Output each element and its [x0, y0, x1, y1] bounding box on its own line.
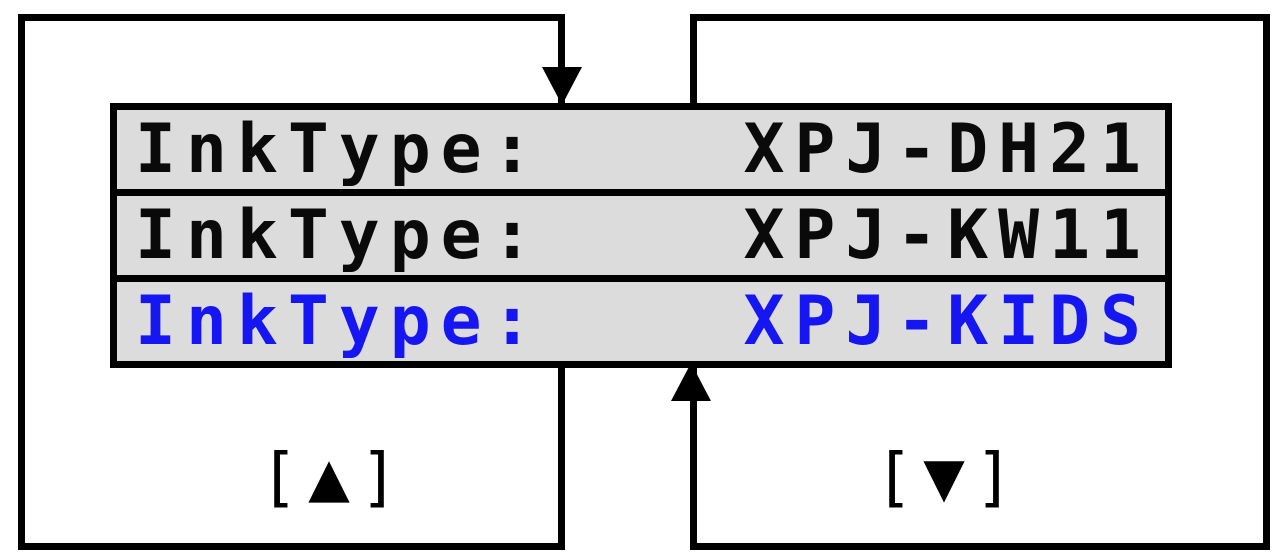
- lcd-row-label: InkType:: [135, 281, 543, 361]
- lcd-row-value: XPJ-KIDS: [743, 281, 1151, 361]
- down-key-button[interactable]: [ ▼ ]: [875, 446, 1014, 510]
- lcd-row-value: XPJ-DH21: [743, 109, 1151, 189]
- lcd-row-ink-type-1: InkType: XPJ-DH21: [117, 110, 1165, 189]
- arrow-up-icon: [671, 363, 711, 401]
- lcd-row-divider: [117, 275, 1165, 282]
- open-bracket: [: [874, 441, 914, 515]
- down-triangle-icon: ▼: [923, 446, 965, 509]
- lcd-panel: InkType: XPJ-DH21 InkType: XPJ-KW11 InkT…: [110, 103, 1172, 368]
- lcd-row-label: InkType:: [135, 195, 543, 275]
- lcd-row-value: XPJ-KW11: [743, 195, 1151, 275]
- lcd-row-ink-type-3-selected: InkType: XPJ-KIDS: [117, 282, 1165, 361]
- lcd-row-label: InkType:: [135, 109, 543, 189]
- open-bracket: [: [259, 441, 299, 515]
- up-triangle-icon: ▲: [308, 446, 350, 509]
- close-bracket: ]: [359, 441, 399, 515]
- lcd-row-ink-type-2: InkType: XPJ-KW11: [117, 196, 1165, 275]
- close-bracket: ]: [974, 441, 1014, 515]
- arrow-down-icon: [542, 67, 582, 105]
- lcd-row-divider: [117, 189, 1165, 196]
- up-key-button[interactable]: [ ▲ ]: [260, 446, 399, 510]
